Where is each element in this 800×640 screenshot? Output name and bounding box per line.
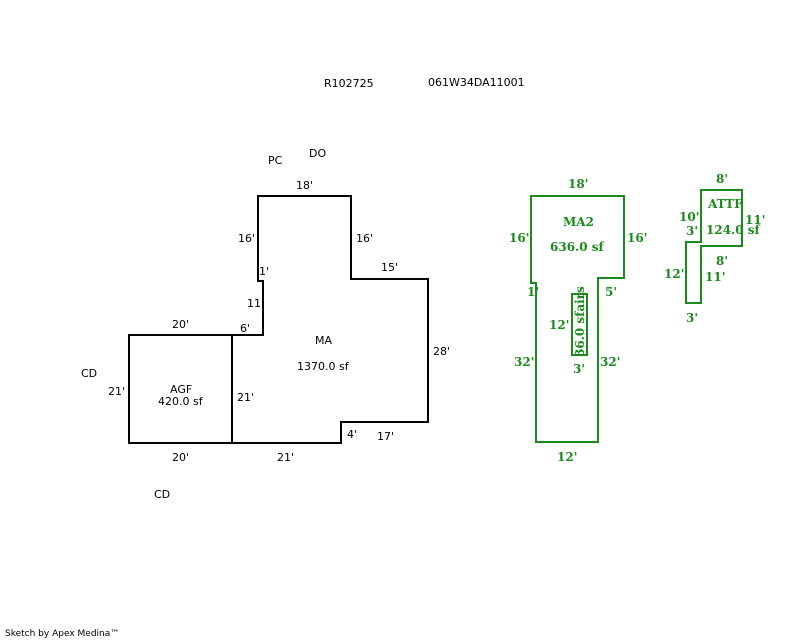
stairs-label: 36.0 sfairs: [573, 286, 587, 357]
ma-dim-bottom-right: 17': [377, 430, 394, 443]
ma-outline: [231, 195, 429, 444]
agf-outline: [128, 334, 233, 444]
ma-dim-notch: 4': [347, 428, 357, 441]
ma-dim-jog-a: 1': [259, 265, 269, 278]
ma-dim-top: 18': [296, 179, 313, 192]
attf-dim-inner: 11': [705, 270, 725, 284]
ma-dim-left-mid: 11: [247, 297, 261, 310]
ma2-dim-jog-left: 1': [527, 285, 539, 299]
ma2-dim-right-upper: 16': [627, 231, 647, 245]
attf-dim-jog-upper: 3': [686, 224, 698, 238]
attf-dim-bottom: 3': [686, 311, 698, 325]
ma2-dim-top: 18': [568, 177, 588, 191]
agf-dim-left: 21': [108, 385, 125, 398]
ma-dim-jog-b: 6': [240, 322, 250, 335]
parcel-id: R102725: [324, 77, 374, 90]
attf-dim-left-upper: 10': [679, 210, 699, 224]
attf-outline: [685, 189, 743, 304]
ma-dim-step-top: 15': [381, 261, 398, 274]
ma-area: 1370.0 sf: [297, 360, 350, 373]
stairs-dim-bottom: 3': [573, 362, 585, 376]
map-number: 061W34DA11001: [428, 76, 525, 89]
ma2-dim-right-lower: 32': [600, 355, 620, 369]
ma-dim-right-upper: 16': [356, 232, 373, 245]
ma2-dim-left-lower: 32': [514, 355, 534, 369]
agf-name: AGF: [170, 383, 192, 396]
ma-name: MA: [315, 334, 332, 347]
attf-area: 124.0 sf: [706, 223, 761, 237]
ma2-dim-jog-right: 5': [605, 285, 617, 299]
label-pc: PC: [268, 154, 283, 167]
sketch-credit: Sketch by Apex Medina™: [5, 629, 119, 639]
label-cd-bottom: CD: [154, 488, 170, 501]
ma-dim-right: 28': [433, 345, 450, 358]
agf-dim-bottom: 20': [172, 451, 189, 464]
ma2-area: 636.0 sf: [550, 240, 605, 254]
attf-dim-jog-lower: 8': [716, 254, 728, 268]
stairs-dim-side: 12': [549, 318, 569, 332]
agf-area: 420.0 sf: [158, 395, 204, 408]
ma2-name: MA2: [563, 215, 594, 229]
attf-dim-left-lower: 12': [664, 267, 684, 281]
ma2-dim-left-upper: 16': [509, 231, 529, 245]
stairs-outline: [571, 293, 588, 356]
agf-dim-top: 20': [172, 318, 189, 331]
label-do: DO: [309, 147, 326, 160]
attf-dim-right: 11': [745, 213, 765, 227]
attf-dim-top: 8': [716, 172, 728, 186]
ma-dim-left-upper: 16': [238, 232, 255, 245]
label-cd-left: CD: [81, 367, 97, 380]
ma-dim-bottom: 21': [277, 451, 294, 464]
ma-dim-shared-wall: 21': [237, 391, 254, 404]
ma2-outline: [530, 195, 625, 443]
ma2-dim-bottom: 12': [557, 450, 577, 464]
attf-name: ATTF: [707, 197, 743, 211]
